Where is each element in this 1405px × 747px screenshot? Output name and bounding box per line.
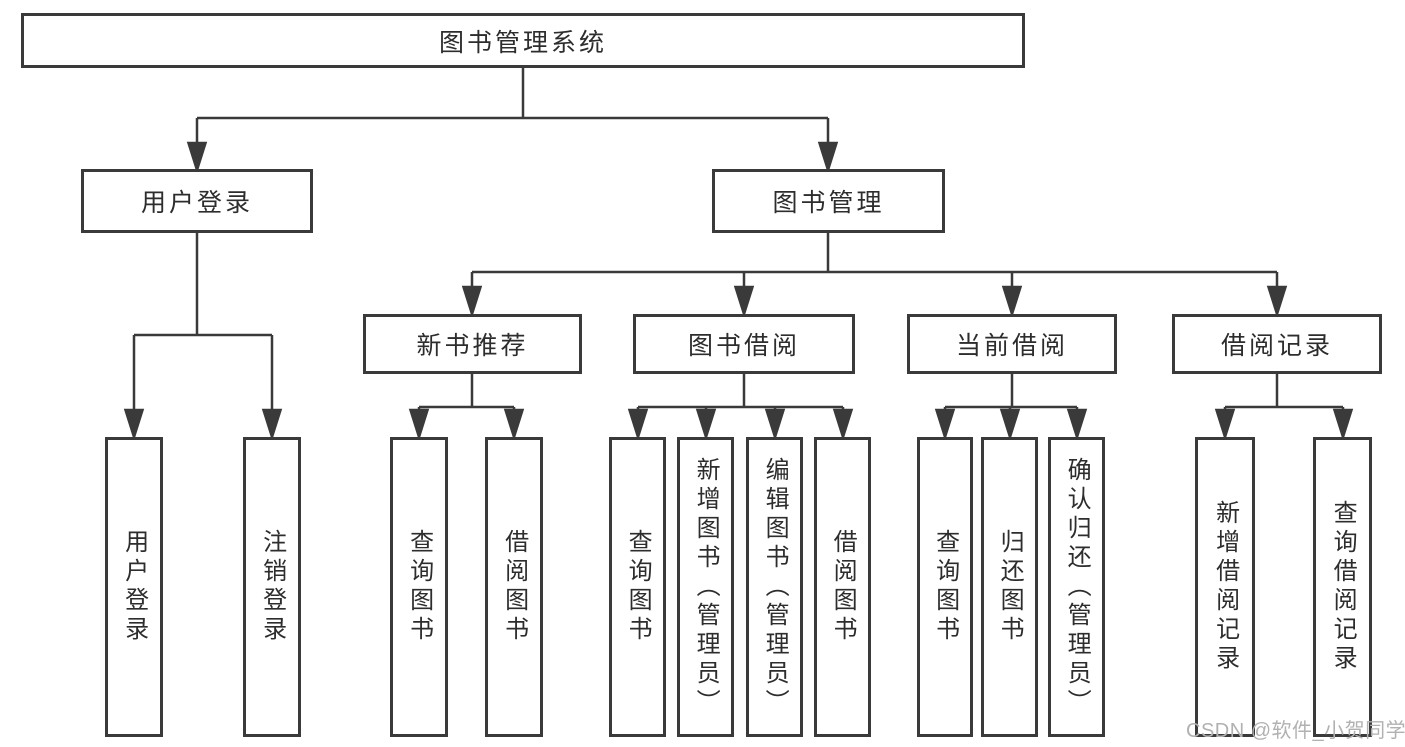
arrow-down-icon [1066, 408, 1088, 442]
node-label: 图书借阅 [687, 332, 800, 360]
node-library-management-system: 图书管理系统 [21, 13, 1025, 68]
arrow-down-icon [999, 408, 1021, 442]
node-label: 编辑图书（管理员） [761, 456, 789, 718]
node-label: 归还图书 [996, 529, 1024, 645]
leaf-borrow-book-recommendation: 借阅图书 [485, 437, 543, 737]
arrow-down-icon [261, 408, 283, 442]
arrow-down-icon [934, 408, 956, 442]
node-label: 确认归还（管理员） [1063, 456, 1091, 718]
arrow-down-icon [817, 141, 839, 175]
connector-book-borrowing [627, 374, 854, 442]
leaf-add-book-admin: 新增图书（管理员） [677, 437, 734, 737]
connector-current-borrowing [934, 374, 1088, 442]
node-label: 借阅图书 [829, 529, 857, 645]
node-label: 新增图书（管理员） [692, 456, 720, 718]
csdn-watermark: CSDN @软件_小贺同学 [1186, 720, 1405, 742]
connector-root [186, 68, 839, 175]
arrow-down-icon [1001, 285, 1023, 319]
node-label: 新增借阅记录 [1211, 500, 1239, 674]
arrow-down-icon [408, 408, 430, 442]
leaf-query-books-borrowing: 查询图书 [609, 437, 666, 737]
leaf-user-login: 用户登录 [105, 437, 163, 737]
node-label: 当前借阅 [955, 332, 1068, 360]
leaf-query-borrow-record: 查询借阅记录 [1313, 437, 1372, 737]
node-label: 查询借阅记录 [1329, 500, 1357, 674]
node-label: 图书管理系统 [438, 28, 607, 57]
arrow-down-icon [627, 408, 649, 442]
arrow-down-icon [695, 408, 717, 442]
arrow-down-icon [1266, 285, 1288, 319]
arrow-down-icon [461, 285, 483, 319]
arrow-down-icon [1214, 408, 1236, 442]
node-current-borrowing: 当前借阅 [907, 314, 1117, 374]
node-label: 借阅记录 [1220, 332, 1333, 360]
leaf-edit-book-admin: 编辑图书（管理员） [746, 437, 803, 737]
node-label: 注销登录 [258, 529, 286, 645]
node-book-management: 图书管理 [712, 169, 945, 233]
connector-user-login [123, 233, 283, 442]
node-label: 用户登录 [140, 189, 253, 217]
leaf-return-book: 归还图书 [981, 437, 1038, 737]
node-label: 新书推荐 [416, 332, 529, 360]
node-user-login: 用户登录 [81, 169, 313, 233]
node-label: 查询图书 [931, 529, 959, 645]
node-new-book-recommendation: 新书推荐 [363, 314, 582, 374]
node-label: 查询图书 [624, 529, 652, 645]
arrow-down-icon [186, 141, 208, 175]
leaf-query-books-recommendation: 查询图书 [390, 437, 448, 737]
node-label: 图书管理 [772, 189, 885, 217]
node-label: 用户登录 [120, 529, 148, 645]
leaf-borrow-book-borrowing: 借阅图书 [814, 437, 871, 737]
connector-book-management [461, 233, 1288, 319]
arrow-down-icon [832, 408, 854, 442]
leaf-logout: 注销登录 [243, 437, 301, 737]
leaf-query-books-current: 查询图书 [917, 437, 973, 737]
arrow-down-icon [764, 408, 786, 442]
leaf-confirm-return-admin: 确认归还（管理员） [1048, 437, 1105, 737]
connector-borrowing-records [1214, 374, 1354, 442]
arrow-down-icon [123, 408, 145, 442]
node-borrowing-records: 借阅记录 [1172, 314, 1382, 374]
connector-new-book-recommendation [408, 374, 525, 442]
node-label: 借阅图书 [500, 529, 528, 645]
arrow-down-icon [733, 285, 755, 319]
leaf-add-borrow-record: 新增借阅记录 [1195, 437, 1255, 737]
arrow-down-icon [503, 408, 525, 442]
arrow-down-icon [1332, 408, 1354, 442]
node-label: 查询图书 [405, 529, 433, 645]
node-book-borrowing: 图书借阅 [633, 314, 855, 374]
